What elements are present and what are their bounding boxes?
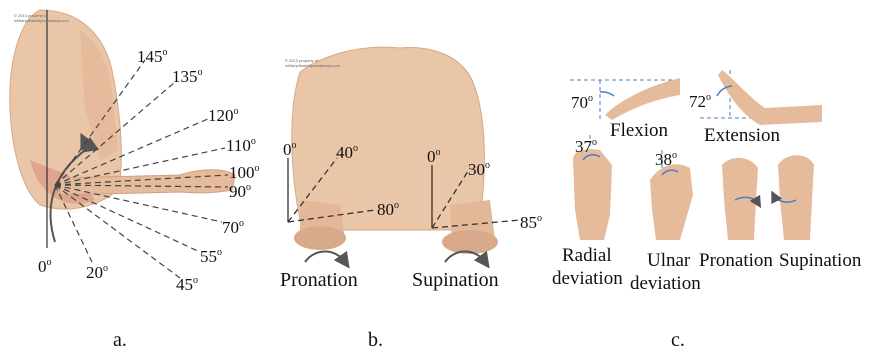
supination-label: Supination [412, 269, 499, 291]
angle-label-145: 145o [137, 47, 168, 66]
supination-angle-30: 30o [468, 160, 490, 179]
angle-label-55: 55o [200, 247, 222, 266]
extension-label: Extension [704, 125, 780, 146]
wrist-supination-label: Supination [779, 250, 862, 271]
wrist-pronation-illustration [722, 158, 758, 240]
watermark-a-line2: militarydisabilitymadeeasy.com [14, 18, 70, 23]
angle-label-110: 110o [226, 136, 256, 155]
angle-label-135: 135o [172, 67, 203, 86]
wrist-supination-illustration [774, 155, 814, 240]
flexion-label: Flexion [610, 120, 669, 141]
angle-label-90: 90o [229, 182, 251, 201]
left-fist-illustration [294, 226, 346, 250]
right-fist-illustration [442, 230, 498, 254]
pronation-arrow-icon [305, 252, 345, 263]
caption-b: b. [368, 329, 383, 351]
angle-label-20: 20o [86, 263, 108, 282]
pronation-label: Pronation [280, 269, 358, 291]
extension-illustration [700, 70, 822, 125]
caption-a: a. [113, 329, 127, 351]
supination-angle-85: 85o [520, 213, 542, 232]
panel-b: © 2013 property of militarydisabilitymad… [280, 47, 542, 351]
flexion-angle: 70o [571, 93, 593, 112]
angle-label-100: 100o [229, 163, 260, 182]
panel-a: 145o 135o 120o 110o 100o 90o 70o 55o 45o… [10, 10, 260, 351]
angle-label-0: 0o [38, 257, 52, 276]
panel-c: 70o Flexion 72o Extension 37o Radial dev… [552, 70, 862, 351]
caption-c: c. [671, 329, 685, 351]
angle-label-45: 45o [176, 275, 198, 294]
angle-label-120: 120o [208, 106, 239, 125]
extension-angle: 72o [689, 92, 711, 111]
radial-deviation-label-line1: Radial [562, 245, 612, 266]
ulnar-deviation-label-line1: Ulnar [647, 250, 691, 271]
radial-deviation-label-line2: deviation [552, 268, 623, 289]
angle-label-70: 70o [222, 218, 244, 237]
watermark-b-line2: militarydisabilitymadeeasy.com [285, 63, 341, 68]
ulnar-deviation-label-line2: deviation [630, 273, 701, 294]
wrist-pronation-label: Pronation [699, 250, 773, 271]
